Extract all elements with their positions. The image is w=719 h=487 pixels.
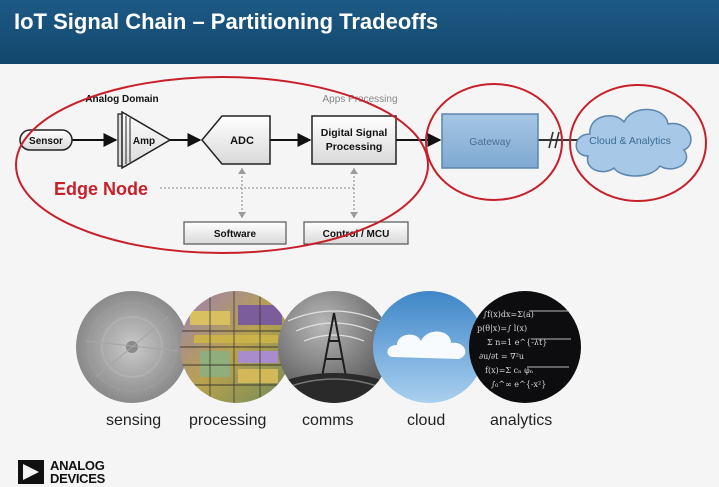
software-block — [183, 221, 287, 245]
gateway-block — [441, 113, 539, 169]
adc-label: ADC — [230, 135, 254, 147]
svg-text:p(θ|x)=∫ l(x): p(θ|x)=∫ l(x) — [477, 324, 527, 333]
analog-domain-label: Analog Domain — [85, 94, 158, 105]
cloud-sky-image — [373, 291, 485, 403]
dsp-label-line2: Processing — [326, 141, 383, 153]
amp-block — [121, 110, 172, 170]
dsp-block — [311, 115, 397, 165]
edge-node-label: Edge Node — [54, 179, 148, 199]
amp-label: Amp — [133, 136, 155, 147]
adc-block — [201, 115, 271, 165]
page-title: IoT Signal Chain – Partitioning Tradeoff… — [14, 9, 439, 34]
category-label-comms: comms — [302, 412, 354, 429]
logo-text-line2: DEVICES — [50, 471, 105, 486]
svg-text:∫₀^∞ e^{-x²}: ∫₀^∞ e^{-x²} — [491, 380, 546, 389]
edge-node-ellipse — [15, 76, 429, 254]
gateway-ellipse — [425, 83, 563, 201]
sensor-die-image — [76, 291, 188, 403]
cloud-analytics-label: Cloud & Analytics — [589, 135, 671, 147]
equations-image: ∫f(x)dx=Σ(a) p(θ|x)=∫ l(x) Σ n=1 e^{-λt}… — [469, 291, 581, 403]
control-mcu-label: Control / MCU — [323, 229, 390, 240]
cloud-icon — [575, 108, 692, 177]
signal-chain-diagram: Sensor Amp Analog Domain ADC Digital Sig… — [15, 76, 707, 254]
cloud-ellipse — [569, 84, 707, 202]
antenna-globe-image — [278, 291, 390, 403]
title-bar: IoT Signal Chain – Partitioning Tradeoff… — [0, 0, 719, 64]
category-label-processing: processing — [189, 412, 267, 429]
analog-devices-logo: ANALOG DEVICES — [18, 458, 128, 486]
svg-text:∫f(x)dx=Σ(a): ∫f(x)dx=Σ(a) — [483, 310, 534, 319]
sensor-block — [19, 129, 73, 151]
chip-die-image — [180, 291, 292, 403]
category-label-cloud: cloud — [407, 412, 446, 429]
svg-text:f(x)=Σ cₙ φₙ: f(x)=Σ cₙ φₙ — [485, 366, 534, 375]
svg-text:∂u/∂t = ∇²u: ∂u/∂t = ∇²u — [479, 352, 524, 361]
logo-text-line1: ANALOG — [50, 458, 105, 473]
analog-devices-triangle-icon — [18, 460, 44, 484]
software-label: Software — [214, 229, 257, 240]
wireless-break-icon — [548, 131, 560, 149]
svg-text:Σ n=1 e^{-λt}: Σ n=1 e^{-λt} — [487, 338, 547, 347]
sensor-label: Sensor — [29, 136, 63, 147]
control-mcu-block — [303, 221, 409, 245]
dsp-label-line1: Digital Signal — [321, 127, 388, 139]
category-label-analytics: analytics — [490, 412, 553, 429]
gateway-label: Gateway — [469, 136, 511, 148]
category-label-sensing: sensing — [106, 412, 162, 429]
